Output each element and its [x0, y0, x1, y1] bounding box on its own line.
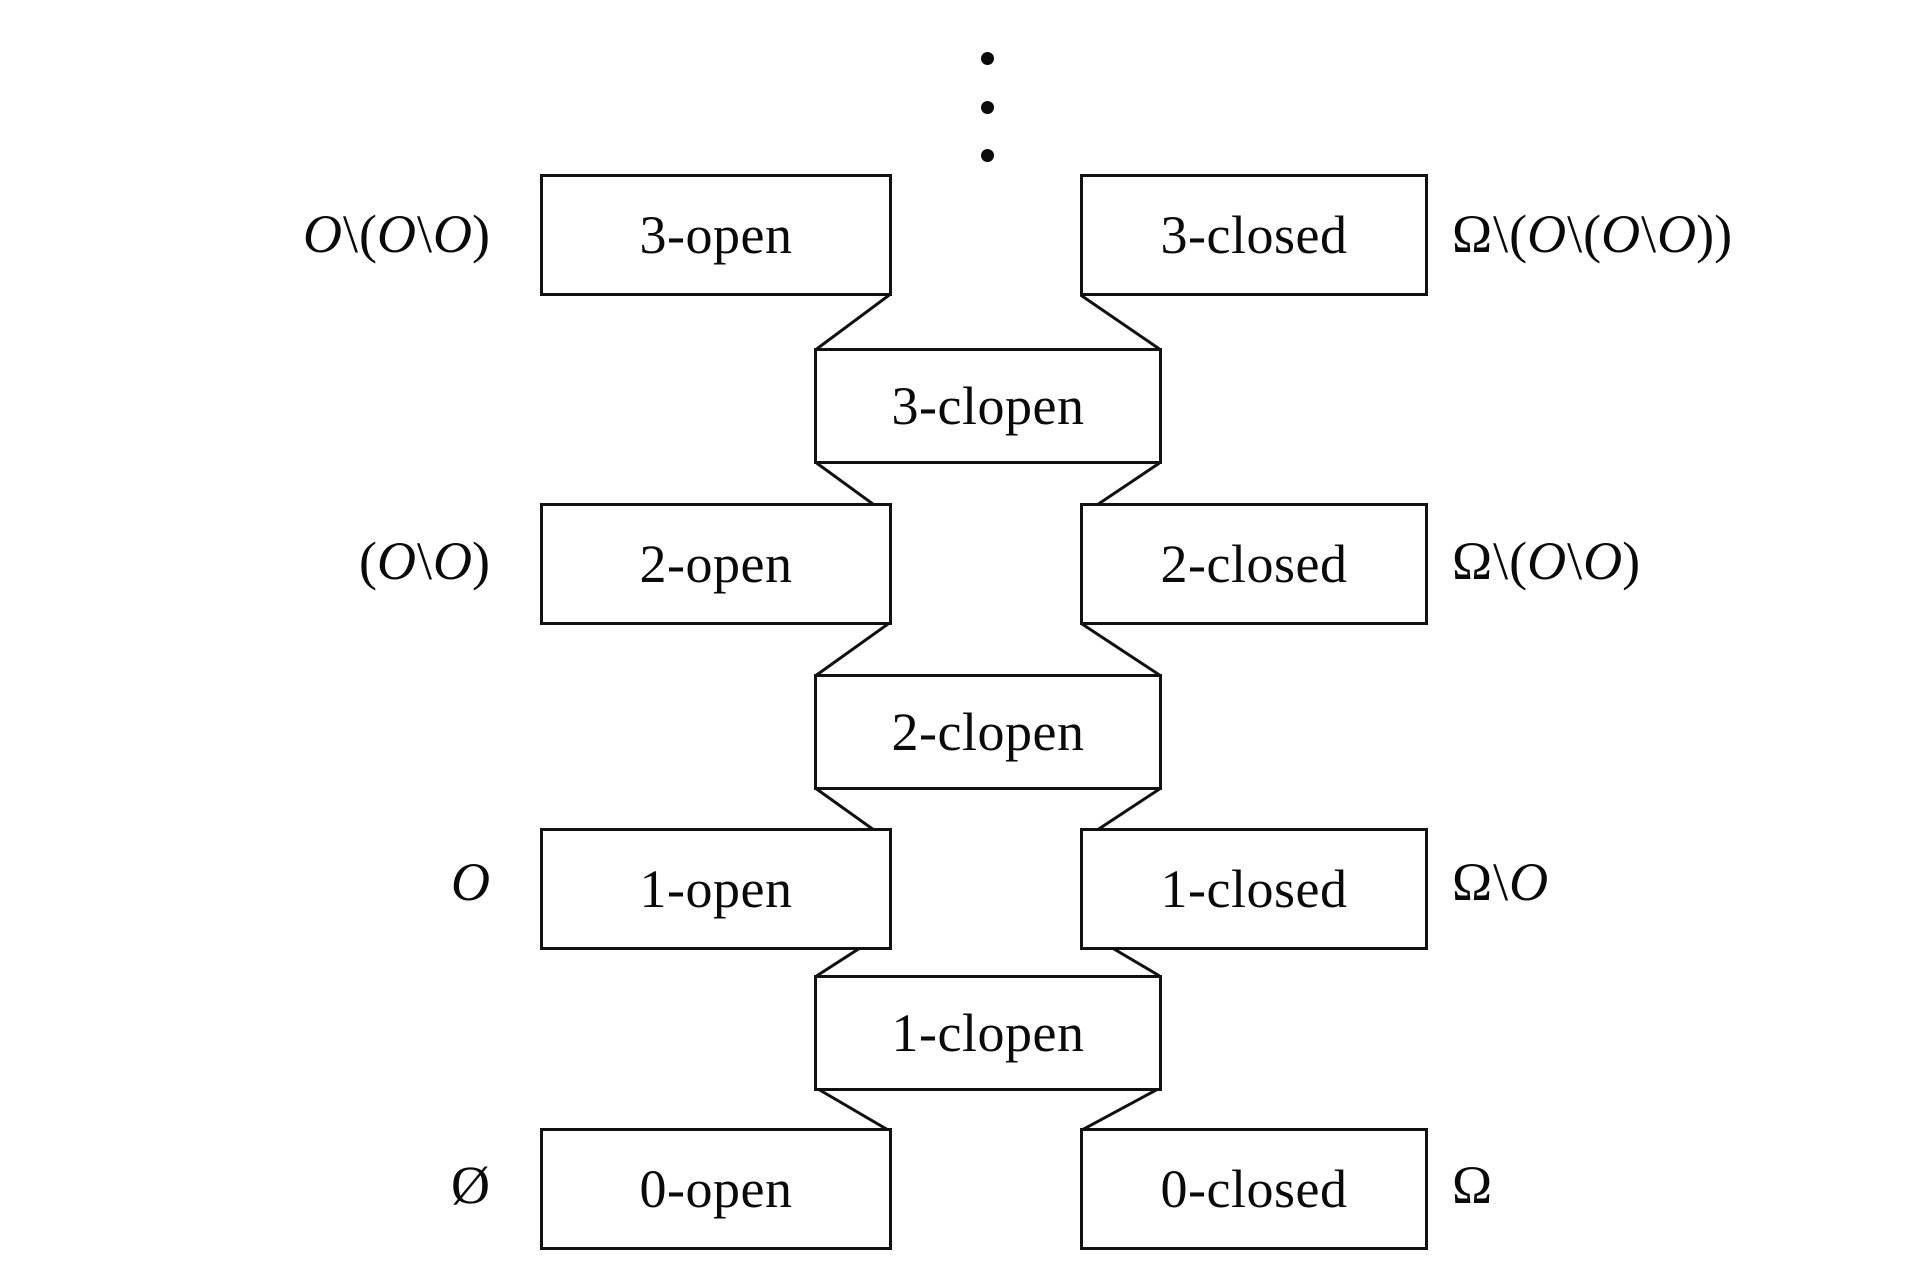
side-label-right-level-0: Ω [1452, 1155, 1493, 1215]
edge-3clopen-3open [815, 293, 891, 351]
node-2-closed[interactable]: 2-closed [1080, 503, 1428, 625]
node-2-open[interactable]: 2-open [540, 503, 892, 625]
node-label: 3-clopen [891, 376, 1085, 436]
node-1-clopen[interactable]: 1-clopen [814, 975, 1162, 1091]
side-label-left-level-1: O [451, 852, 490, 912]
edge-2clopen-2closed [1079, 621, 1161, 677]
node-1-open[interactable]: 1-open [540, 828, 892, 950]
node-0-open[interactable]: 0-open [540, 1128, 892, 1250]
side-label-right-level-2: Ω\(O\O) [1452, 531, 1641, 591]
node-label: 1-closed [1160, 859, 1348, 919]
node-label: 2-closed [1160, 534, 1348, 594]
node-label: 0-open [639, 1159, 793, 1219]
node-label: 3-closed [1160, 205, 1348, 265]
node-label: 0-closed [1160, 1159, 1348, 1219]
side-label-left-level-3: O\(O\O) [303, 204, 490, 264]
vertical-ellipsis-icon [978, 52, 996, 162]
edge-2clopen-2open [815, 621, 891, 677]
node-label: 1-clopen [891, 1003, 1085, 1063]
node-3-closed[interactable]: 3-closed [1080, 174, 1428, 296]
node-label: 2-open [639, 534, 793, 594]
node-label: 1-open [639, 859, 793, 919]
node-1-closed[interactable]: 1-closed [1080, 828, 1428, 950]
side-label-right-level-1: Ω\O [1452, 852, 1549, 912]
node-0-closed[interactable]: 0-closed [1080, 1128, 1428, 1250]
edge-1clopen-0closed [1079, 1086, 1161, 1133]
edge-1clopen-0open [815, 1086, 891, 1133]
node-label: 2-clopen [891, 702, 1085, 762]
node-3-open[interactable]: 3-open [540, 174, 892, 296]
node-label: 3-open [639, 205, 793, 265]
side-label-right-level-3: Ω\(O\(O\O)) [1452, 204, 1733, 264]
node-2-clopen[interactable]: 2-clopen [814, 674, 1162, 790]
edge-3clopen-3closed [1079, 293, 1161, 351]
side-label-left-level-2: (O\O) [359, 531, 490, 591]
node-3-clopen[interactable]: 3-clopen [814, 348, 1162, 464]
side-label-left-level-0: Ø [451, 1155, 490, 1215]
